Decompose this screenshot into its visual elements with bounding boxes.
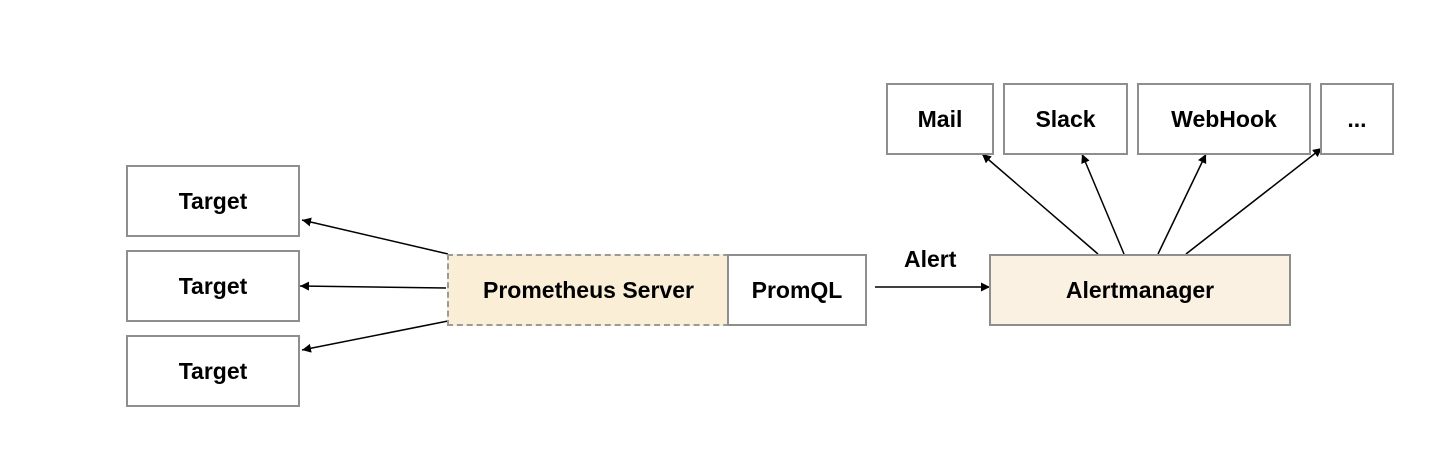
receiver-more-box: ... <box>1320 83 1394 155</box>
target-label-1: Target <box>178 187 248 214</box>
target-box-1: Target <box>126 165 300 237</box>
target-box-3: Target <box>126 335 300 407</box>
arrow-am-to-more <box>1185 147 1323 255</box>
receiver-webhook-box: WebHook <box>1137 83 1311 155</box>
target-label-2: Target <box>178 272 248 299</box>
arrow-prom-to-target-3 <box>301 320 449 353</box>
arrow-am-to-slack <box>1081 153 1125 255</box>
alertmanager-box: Alertmanager <box>989 254 1291 326</box>
alertmanager-label: Alertmanager <box>1065 276 1215 303</box>
receiver-more-label: ... <box>1347 105 1367 132</box>
receiver-webhook-label: WebHook <box>1171 105 1277 132</box>
arrow-am-to-mail <box>981 153 1099 255</box>
prometheus-server-label: Prometheus Server <box>483 276 694 303</box>
receiver-mail-box: Mail <box>886 83 994 155</box>
arrow-prom-to-target-2 <box>299 281 447 291</box>
promql-box: PromQL <box>727 254 867 326</box>
receiver-slack-box: Slack <box>1003 83 1128 155</box>
receiver-mail-label: Mail <box>917 105 963 132</box>
alert-edge-label: Alert <box>904 246 957 272</box>
target-label-3: Target <box>178 357 248 384</box>
promql-label: PromQL <box>751 276 843 303</box>
arrow-prom-to-target-1 <box>301 217 449 255</box>
target-box-2: Target <box>126 250 300 322</box>
receiver-slack-label: Slack <box>1035 105 1096 132</box>
arrow-am-to-webhook <box>1157 153 1207 255</box>
prometheus-server-box: Prometheus Server <box>447 254 739 326</box>
